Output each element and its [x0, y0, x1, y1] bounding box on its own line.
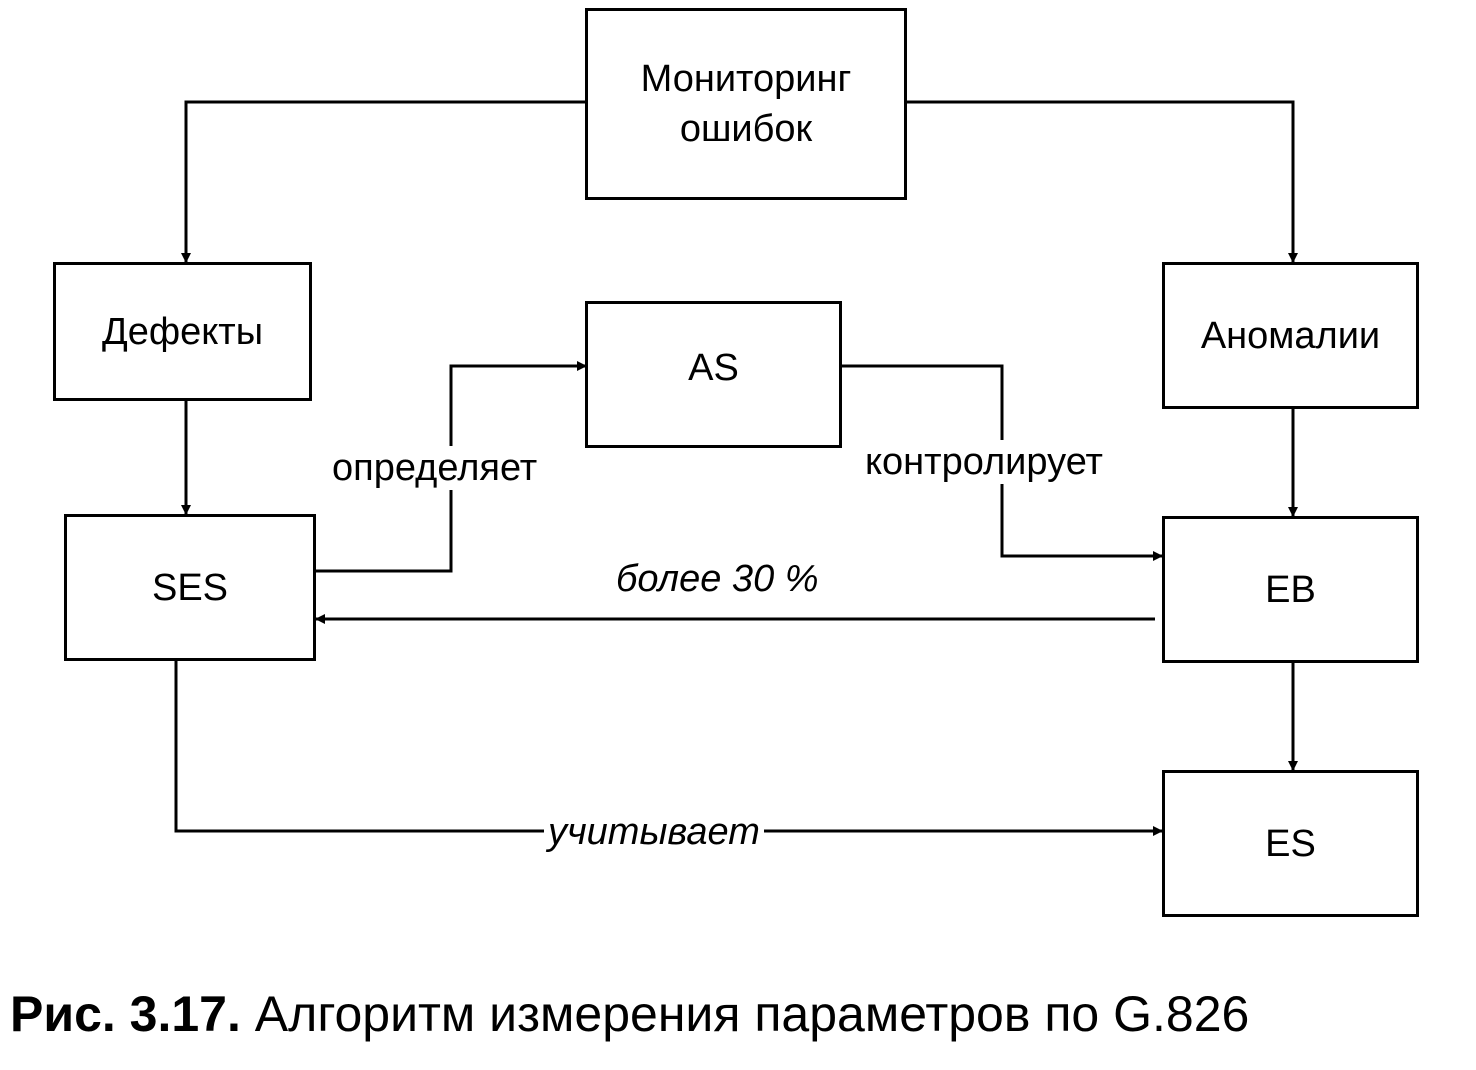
node-ses-label: SES: [151, 566, 229, 609]
node-as-label: AS: [688, 346, 739, 389]
edge-ses-es: [174, 660, 1163, 836]
edge-label-accounts: учитывает: [544, 810, 764, 854]
node-error-monitoring-line2: ошибок: [679, 108, 813, 150]
node-anomalies-label: Аномалии: [1200, 314, 1381, 357]
edge-label-more-than-30: более 30 %: [616, 558, 819, 600]
node-eb-label: EB: [1265, 568, 1316, 611]
node-ses: SES: [64, 514, 316, 661]
edge-monitoring-defects: [181, 100, 586, 263]
node-anomalies: Аномалии: [1162, 262, 1419, 409]
edge-label-determines: определяет: [332, 446, 538, 490]
edge-monitoring-anomalies: [906, 100, 1298, 263]
node-error-monitoring: Мониторинг ошибок: [585, 8, 907, 200]
node-defects: Дефекты: [53, 262, 312, 401]
node-es-label: ES: [1265, 822, 1316, 865]
node-defects-label: Дефекты: [101, 310, 264, 353]
figure-number: Рис. 3.17.: [10, 986, 241, 1042]
figure-title: Алгоритм измерения параметров по G.826: [254, 986, 1250, 1042]
edge-label-controls: контролирует: [865, 440, 1103, 484]
node-error-monitoring-line1: Мониторинг: [640, 58, 852, 100]
node-es: ES: [1162, 770, 1419, 917]
node-eb: EB: [1162, 516, 1419, 663]
node-as: AS: [585, 301, 842, 448]
figure-caption: Рис. 3.17. Алгоритм измерения параметров…: [10, 985, 1249, 1043]
